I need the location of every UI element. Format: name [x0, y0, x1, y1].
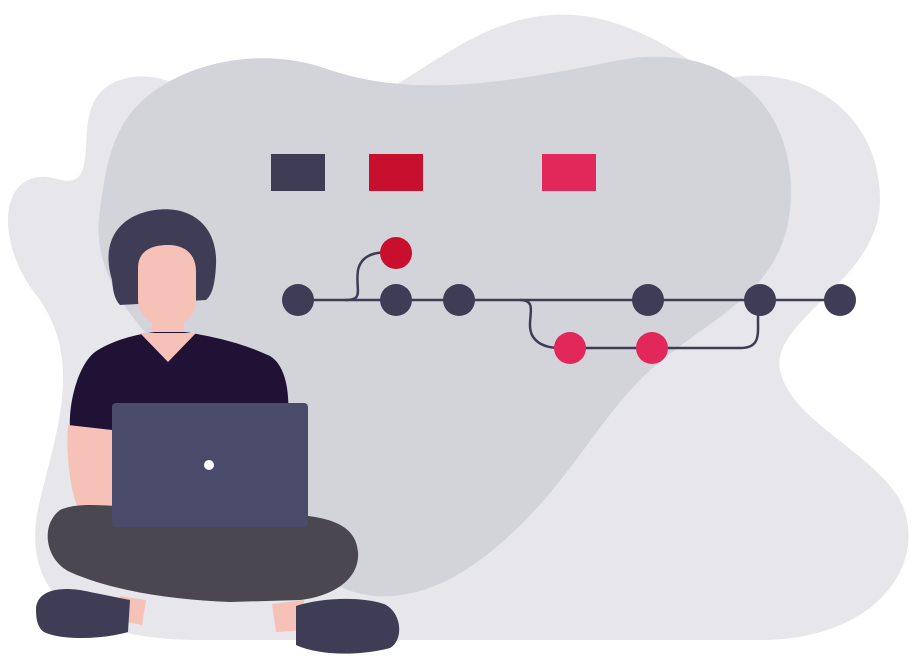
commit-node-branch-b-1 [554, 332, 586, 364]
commit-node-branch-b-2 [636, 332, 668, 364]
person-left-arm [67, 425, 118, 510]
laptop-logo-dot [204, 460, 214, 470]
person-pants [47, 504, 359, 602]
person-shoe-right [296, 598, 400, 654]
person-shoe-left [36, 589, 130, 638]
commit-node-main-1 [282, 284, 314, 316]
person-neck-v [140, 333, 196, 362]
commit-node-main-2 [380, 284, 412, 316]
legend-swatch-main [271, 154, 325, 191]
commit-node-main-6 [824, 284, 856, 316]
commit-node-main-4 [632, 284, 664, 316]
person-face [138, 245, 196, 326]
legend-swatch-feature-b [542, 154, 596, 191]
commit-node-branch-a-1 [380, 237, 412, 269]
legend-swatch-feature-a [369, 154, 423, 191]
commit-node-main-3 [443, 284, 475, 316]
commit-node-main-5 [744, 284, 776, 316]
